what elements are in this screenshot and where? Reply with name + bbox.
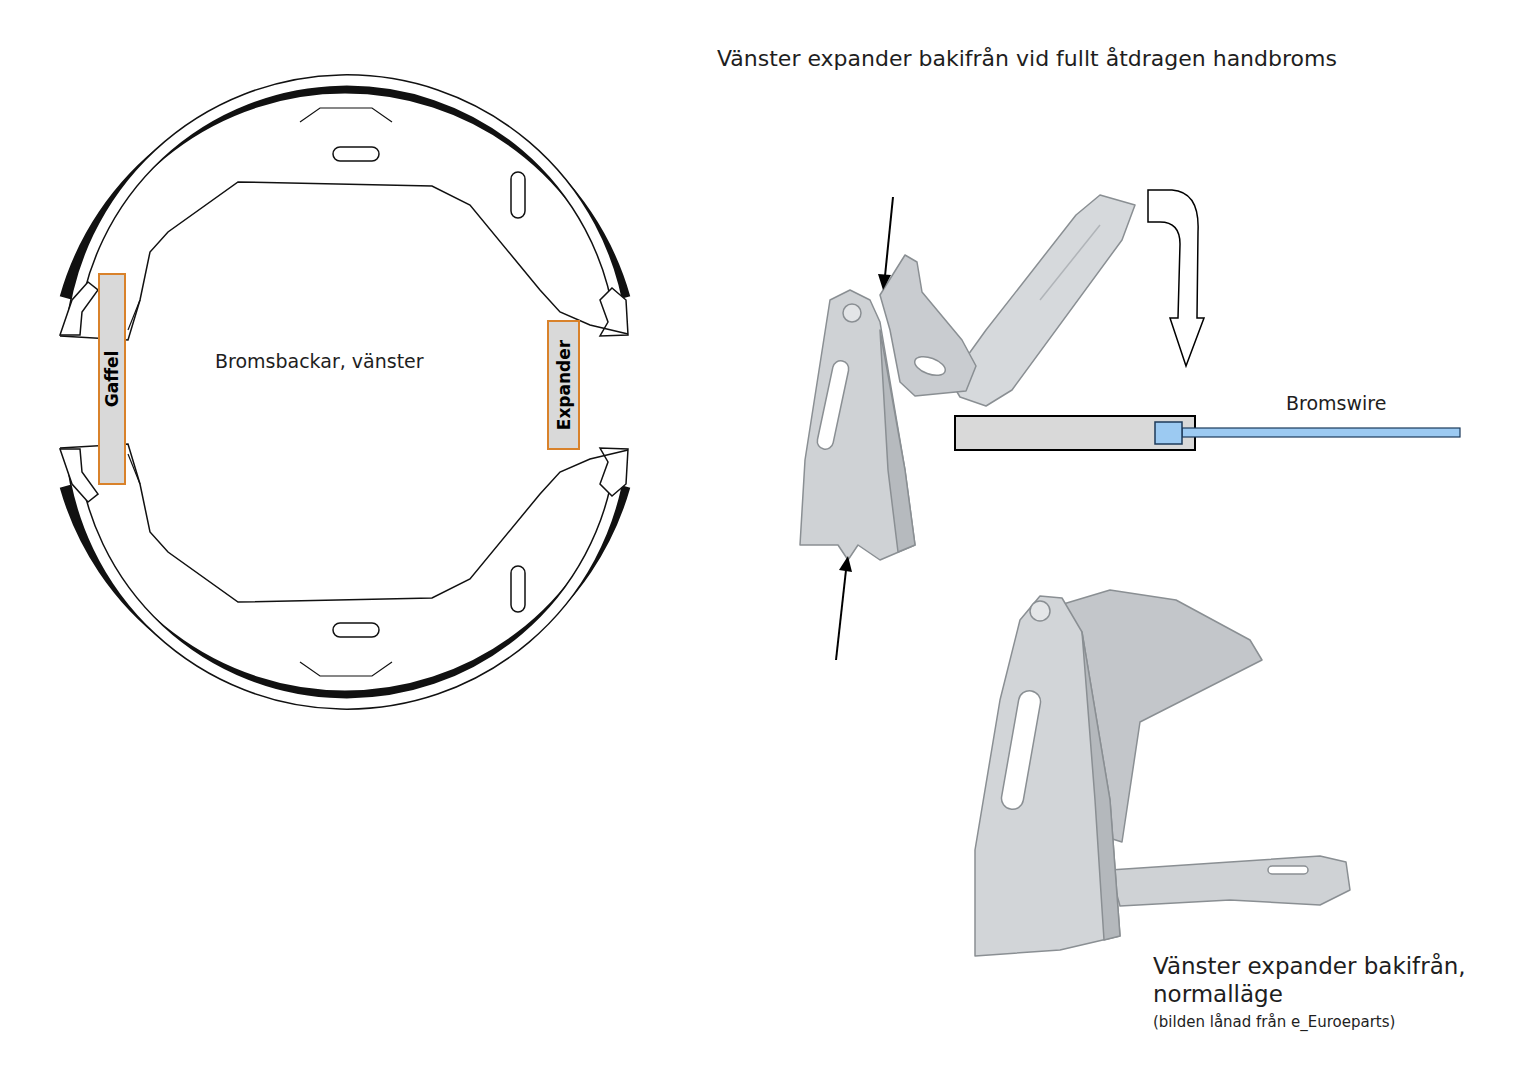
photo-caption: Vänster expander bakifrån, normalläge bbox=[1153, 953, 1513, 1008]
source-note: (bilden lånad från e_Euroeparts) bbox=[1153, 1013, 1395, 1031]
fork-part: Gaffel bbox=[98, 273, 126, 485]
expander-part: Expander bbox=[547, 320, 580, 450]
page-title: Vänster expander bakifrån vid fullt åtdr… bbox=[717, 46, 1337, 72]
part-label: Bromsbackar, vänster bbox=[215, 350, 424, 373]
part-name: Expander bbox=[554, 340, 573, 430]
wire-label: Bromswire bbox=[1286, 392, 1386, 415]
part-name: Gaffel bbox=[103, 351, 122, 408]
